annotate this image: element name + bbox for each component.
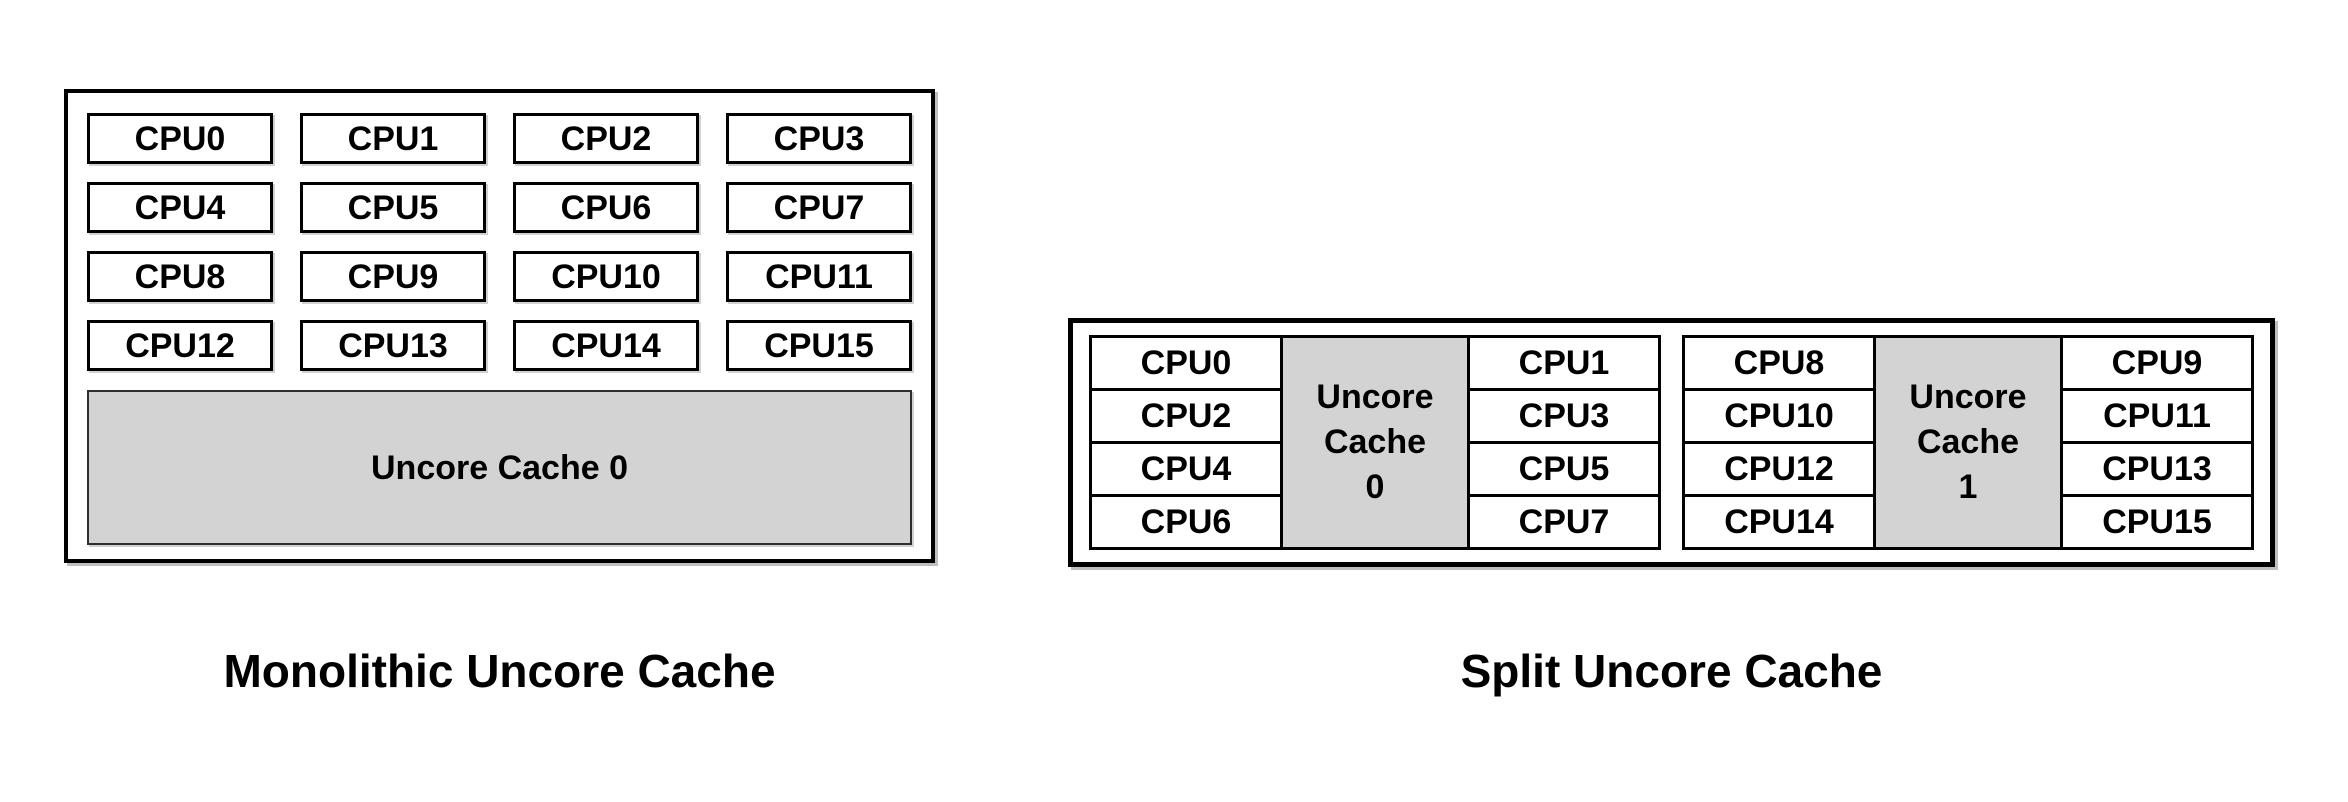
cpu-box: CPU4 <box>87 182 273 233</box>
cpu-box: CPU9 <box>300 251 486 302</box>
split-group-1-table: CPU8 Uncore Cache 1 CPU9 CPU10 CPU11 CPU… <box>1682 335 2254 550</box>
cpu-cell: CPU7 <box>1467 494 1661 550</box>
cpu-box: CPU3 <box>726 113 912 164</box>
table-row: CPU6 CPU7 <box>1089 494 1661 550</box>
cpu-box: CPU12 <box>87 320 273 371</box>
cpu-box: CPU8 <box>87 251 273 302</box>
cpu-box: CPU13 <box>300 320 486 371</box>
cpu-cell: CPU5 <box>1467 441 1661 497</box>
uncore-cache-0-cell: Uncore Cache 0 <box>1280 335 1470 550</box>
split-uncore-diagram: CPU0 Uncore Cache 0 CPU1 CPU2 CPU3 CPU4 … <box>1068 318 2275 567</box>
cpu-cell: CPU4 <box>1089 441 1283 497</box>
cpu-box: CPU5 <box>300 182 486 233</box>
cpu-box: CPU2 <box>513 113 699 164</box>
cpu-cell: CPU15 <box>2060 494 2254 550</box>
cpu-grid: CPU0 CPU1 CPU2 CPU3 CPU4 CPU5 CPU6 CPU7 … <box>87 113 912 371</box>
cpu-box: CPU15 <box>726 320 912 371</box>
cpu-cell: CPU9 <box>2060 335 2254 391</box>
cpu-box: CPU14 <box>513 320 699 371</box>
cpu-cell: CPU0 <box>1089 335 1283 391</box>
cpu-box: CPU10 <box>513 251 699 302</box>
cpu-cell: CPU13 <box>2060 441 2254 497</box>
table-row: CPU14 CPU15 <box>1682 494 2254 550</box>
table-row: CPU4 CPU5 <box>1089 441 1661 497</box>
cpu-cell: CPU3 <box>1467 388 1661 444</box>
cpu-box: CPU6 <box>513 182 699 233</box>
cpu-cell: CPU14 <box>1682 494 1876 550</box>
cpu-box: CPU1 <box>300 113 486 164</box>
cpu-cell: CPU6 <box>1089 494 1283 550</box>
uncore-cache-1-cell: Uncore Cache 1 <box>1873 335 2063 550</box>
cpu-cell: CPU8 <box>1682 335 1876 391</box>
split-group-0-table: CPU0 Uncore Cache 0 CPU1 CPU2 CPU3 CPU4 … <box>1089 335 1661 550</box>
table-row: CPU12 CPU13 <box>1682 441 2254 497</box>
cpu-box: CPU0 <box>87 113 273 164</box>
split-caption: Split Uncore Cache <box>1460 645 1883 697</box>
cpu-cell: CPU11 <box>2060 388 2254 444</box>
cpu-cell: CPU10 <box>1682 388 1876 444</box>
monolithic-caption: Monolithic Uncore Cache <box>223 645 776 697</box>
cpu-cell: CPU2 <box>1089 388 1283 444</box>
table-row: CPU2 CPU3 <box>1089 388 1661 444</box>
cpu-box: CPU11 <box>726 251 912 302</box>
cpu-box: CPU7 <box>726 182 912 233</box>
table-row: CPU10 CPU11 <box>1682 388 2254 444</box>
monolithic-uncore-diagram: CPU0 CPU1 CPU2 CPU3 CPU4 CPU5 CPU6 CPU7 … <box>64 89 935 563</box>
cpu-cell: CPU12 <box>1682 441 1876 497</box>
uncore-cache-0-box: Uncore Cache 0 <box>87 390 912 545</box>
table-row: CPU0 Uncore Cache 0 CPU1 <box>1089 335 1661 550</box>
table-row: CPU8 Uncore Cache 1 CPU9 <box>1682 335 2254 550</box>
cpu-cell: CPU1 <box>1467 335 1661 391</box>
